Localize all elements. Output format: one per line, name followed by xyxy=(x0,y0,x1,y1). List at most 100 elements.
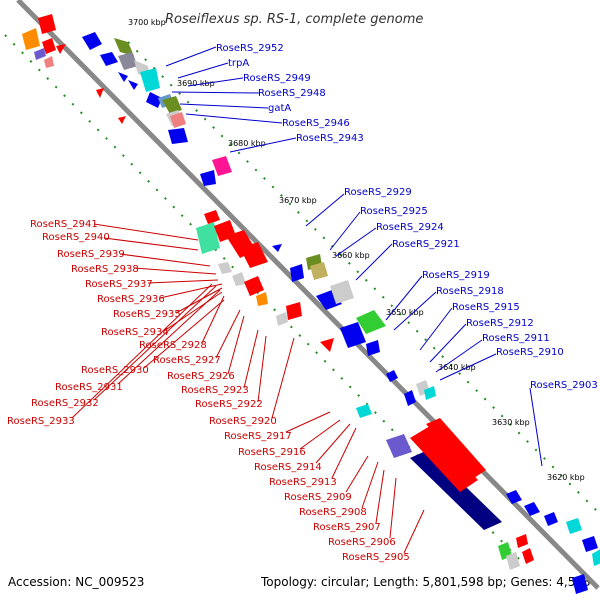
gene-label[interactable]: RoseRS_2943 xyxy=(296,133,364,144)
gene-label[interactable]: RoseRS_2918 xyxy=(436,286,504,297)
gene-arrow[interactable] xyxy=(168,128,188,144)
gene-label[interactable]: RoseRS_2922 xyxy=(195,399,263,410)
gene-arrow[interactable] xyxy=(100,52,118,66)
gene-arrow[interactable] xyxy=(42,38,56,54)
gene-label[interactable]: RoseRS_2933 xyxy=(7,416,75,427)
gene-arrow[interactable] xyxy=(146,92,162,108)
gene-box[interactable] xyxy=(310,262,328,280)
gene-label[interactable]: RoseRS_2925 xyxy=(360,206,428,217)
gene-arrow[interactable] xyxy=(118,116,126,124)
gene-box[interactable] xyxy=(386,434,412,458)
gene-box[interactable] xyxy=(34,48,46,60)
gene-label[interactable]: RoseRS_2921 xyxy=(392,239,460,250)
gene-arrow[interactable] xyxy=(272,244,282,252)
gene-label[interactable]: RoseRS_2928 xyxy=(139,340,207,351)
gene-box[interactable] xyxy=(196,222,220,254)
gene-box[interactable] xyxy=(592,548,600,566)
gene-arrow[interactable] xyxy=(340,322,366,348)
gene-label[interactable]: RoseRS_2946 xyxy=(282,118,350,129)
gene-label[interactable]: RoseRS_2907 xyxy=(313,522,381,533)
gene-arrow[interactable] xyxy=(582,536,598,552)
gene-label[interactable]: RoseRS_2926 xyxy=(167,371,235,382)
gene-label[interactable]: RoseRS_2936 xyxy=(97,294,165,305)
gene-box[interactable] xyxy=(566,518,582,534)
gene-label[interactable]: RoseRS_2915 xyxy=(452,302,520,313)
gene-arrow[interactable] xyxy=(96,88,104,98)
gene-arrow[interactable] xyxy=(522,548,534,564)
gene-label[interactable]: gatA xyxy=(268,103,291,114)
gene-box[interactable] xyxy=(162,96,182,114)
gene-label[interactable]: RoseRS_2930 xyxy=(81,365,149,376)
gene-arrow[interactable] xyxy=(38,14,56,34)
gene-arrow[interactable] xyxy=(200,170,216,186)
gene-label[interactable]: RoseRS_2916 xyxy=(238,447,306,458)
gene-arrow[interactable] xyxy=(244,276,264,296)
gene-label[interactable]: RoseRS_2914 xyxy=(254,462,322,473)
gene-arrow[interactable] xyxy=(290,264,304,282)
gene-arrow[interactable] xyxy=(118,72,128,82)
gene-box[interactable] xyxy=(170,112,186,128)
gene-arrow[interactable] xyxy=(128,80,138,90)
gene-label[interactable]: RoseRS_2935 xyxy=(113,309,181,320)
gene-label[interactable]: RoseRS_2937 xyxy=(85,279,153,290)
gene-arrow[interactable] xyxy=(410,426,478,492)
gene-arrow[interactable] xyxy=(404,390,416,406)
gene-box[interactable] xyxy=(44,56,54,68)
gene-box[interactable] xyxy=(424,386,436,400)
gene-label[interactable]: RoseRS_2931 xyxy=(55,382,123,393)
gene-arrow[interactable] xyxy=(516,534,528,548)
gene-arrow[interactable] xyxy=(524,502,540,516)
gene-arrow[interactable] xyxy=(366,340,380,356)
gene-box[interactable] xyxy=(356,310,386,334)
gene-arrow[interactable] xyxy=(286,302,302,320)
gene-box[interactable] xyxy=(118,52,138,70)
gene-arrow[interactable] xyxy=(56,44,66,54)
gene-label[interactable]: RoseRS_2949 xyxy=(243,73,311,84)
gene-label[interactable]: RoseRS_2919 xyxy=(422,270,490,281)
gene-label[interactable]: RoseRS_2952 xyxy=(216,43,284,54)
gene-box[interactable] xyxy=(212,156,232,176)
gene-label[interactable]: RoseRS_2920 xyxy=(209,416,277,427)
gene-box[interactable] xyxy=(276,312,288,326)
gene-box[interactable] xyxy=(218,262,232,274)
gene-arrow[interactable] xyxy=(506,490,522,504)
gene-label[interactable]: RoseRS_2948 xyxy=(258,88,326,99)
gene-arrow[interactable] xyxy=(320,338,334,352)
gene-label[interactable]: RoseRS_2903 xyxy=(530,380,598,391)
gene-arrow[interactable] xyxy=(544,512,558,526)
gene-box[interactable] xyxy=(506,552,520,570)
gene-box[interactable] xyxy=(356,404,372,418)
gene-box[interactable] xyxy=(22,28,40,50)
gene-box[interactable] xyxy=(232,272,246,286)
gene-label[interactable]: RoseRS_2917 xyxy=(224,431,292,442)
gene-box[interactable] xyxy=(140,68,160,92)
gene-label[interactable]: RoseRS_2906 xyxy=(328,537,396,548)
gene-label[interactable]: RoseRS_2910 xyxy=(496,347,564,358)
gene-arrow[interactable] xyxy=(204,210,220,224)
gene-label[interactable]: RoseRS_2905 xyxy=(342,552,410,563)
gene-label[interactable]: RoseRS_2927 xyxy=(153,355,221,366)
gene-label[interactable]: RoseRS_2924 xyxy=(376,222,444,233)
gene-label[interactable]: RoseRS_2912 xyxy=(466,318,534,329)
gene-box[interactable] xyxy=(330,280,354,304)
gene-label[interactable]: RoseRS_2911 xyxy=(482,333,550,344)
gene-arrow[interactable] xyxy=(572,574,588,594)
gene-label[interactable]: RoseRS_2909 xyxy=(284,492,352,503)
gene-arrow[interactable] xyxy=(426,418,486,478)
gene-arrow[interactable] xyxy=(82,32,102,50)
gene-box[interactable] xyxy=(256,292,268,306)
gene-label[interactable]: RoseRS_2934 xyxy=(101,327,169,338)
gene-label[interactable]: RoseRS_2932 xyxy=(31,398,99,409)
gene-label[interactable]: RoseRS_2929 xyxy=(344,187,412,198)
gene-label[interactable]: RoseRS_2908 xyxy=(299,507,367,518)
gene-label[interactable]: RoseRS_2938 xyxy=(71,264,139,275)
gene-label[interactable]: RoseRS_2913 xyxy=(269,477,337,488)
gene-box[interactable] xyxy=(410,450,502,530)
gene-label[interactable]: RoseRS_2939 xyxy=(57,249,125,260)
gene-label[interactable]: trpA xyxy=(228,58,249,69)
gene-label[interactable]: RoseRS_2923 xyxy=(181,385,249,396)
gene-arrow[interactable] xyxy=(386,370,398,382)
gene-label[interactable]: RoseRS_2940 xyxy=(42,232,110,243)
gene-label[interactable]: RoseRS_2941 xyxy=(30,219,98,230)
gene-box[interactable] xyxy=(114,38,134,56)
